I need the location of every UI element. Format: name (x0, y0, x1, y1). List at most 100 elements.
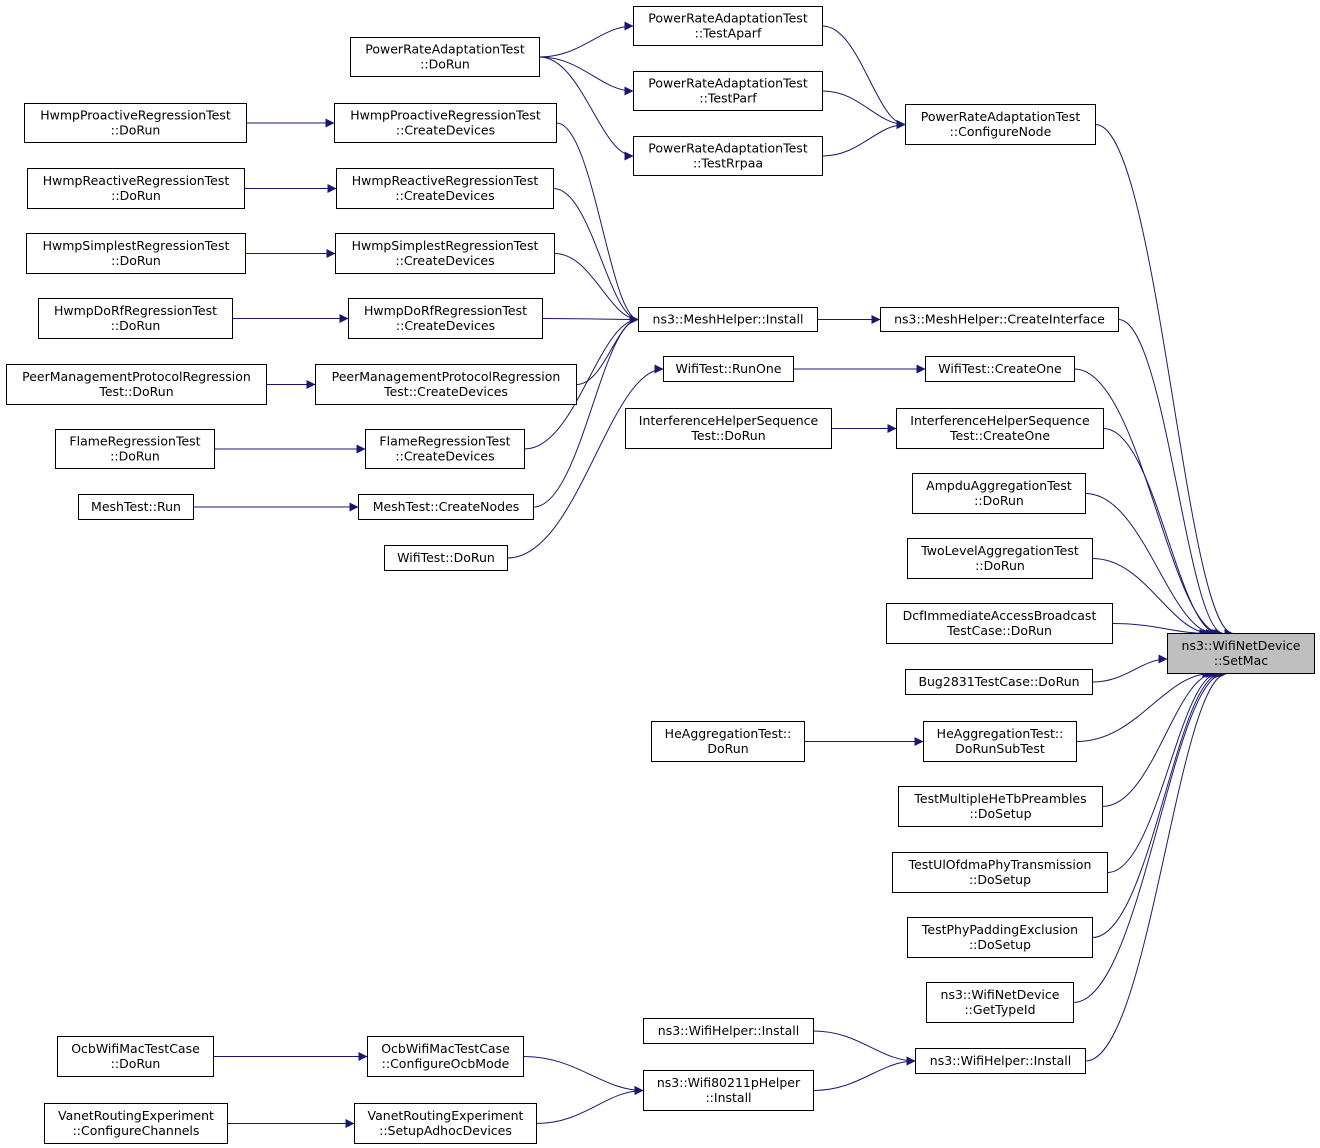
node-box (55, 429, 215, 469)
edge-prat-testaparf-to-prat-configurenode (822, 25, 906, 129)
node-setmac[interactable]: ns3::WifiNetDevice::SetMac (1167, 633, 1315, 674)
node-box (905, 669, 1093, 695)
node-prat-testaparf[interactable]: PowerRateAdaptationTest::TestAparf (633, 6, 823, 46)
node-label-line: ::Install (705, 1090, 751, 1105)
node-mesh-createinterface[interactable]: ns3::MeshHelper::CreateInterface (880, 307, 1119, 332)
node-gettypeid[interactable]: ns3::WifiNetDevice::GetTypeId (926, 982, 1074, 1023)
node-label-line: ::CreateDevices (396, 318, 495, 333)
node-label-line: ::DoRun (974, 493, 1024, 508)
node-box (27, 168, 245, 209)
node-vanet-setup[interactable]: VanetRoutingExperiment::SetupAdhocDevice… (354, 1103, 537, 1144)
node-hwmp-sim-dr[interactable]: HwmpSimplestRegressionTest::DoRun (26, 233, 246, 274)
node-wifihelper-install-l[interactable]: ns3::WifiHelper::Install (643, 1018, 814, 1044)
node-box (907, 917, 1093, 958)
node-label-line: AmpduAggregationTest (926, 478, 1072, 493)
node-box (643, 1070, 814, 1111)
node-box (633, 71, 823, 111)
node-meshtest-run[interactable]: MeshTest::Run (78, 494, 194, 520)
node-box (1167, 633, 1315, 674)
node-hwmp-sim-cd[interactable]: HwmpSimplestRegressionTest::CreateDevice… (335, 233, 555, 274)
edge-mesh-createinterface-to-setmac (1118, 319, 1224, 638)
node-box (354, 1103, 537, 1144)
node-label-line: TestPhyPaddingExclusion (921, 922, 1078, 937)
node-ocb-configure[interactable]: OcbWifiMacTestCase::ConfigureOcbMode (367, 1036, 524, 1077)
node-prat-testrpaa[interactable]: PowerRateAdaptationTest::TestRrpaa (633, 136, 823, 176)
node-tppe[interactable]: TestPhyPaddingExclusion::DoSetup (907, 917, 1093, 958)
edge-gettypeid-to-setmac (1073, 669, 1225, 1003)
edge-wifihelper-install-r-to-setmac (1085, 669, 1228, 1062)
node-pmp-cd[interactable]: PeerManagementProtocolRegressionTest::Cr… (315, 364, 577, 405)
node-label-line: ::TestAparf (695, 26, 762, 41)
node-box (651, 721, 805, 762)
node-label-line: ::DoRun (111, 1056, 161, 1071)
nodes-layer: ns3::WifiNetDevice::SetMac PowerRateAdapt… (6, 6, 1315, 1144)
edge-tmhtp-to-setmac (1102, 669, 1215, 807)
node-label-line: ::SetMac (1214, 653, 1268, 668)
node-mesh-install[interactable]: ns3::MeshHelper::Install (638, 307, 818, 332)
edge-hwmp-rea-cd-to-mesh-install (553, 188, 639, 324)
node-box (315, 364, 577, 405)
node-wifitest-createone[interactable]: WifiTest::CreateOne (925, 356, 1075, 382)
edge-ampdu-to-setmac (1085, 493, 1216, 638)
node-label-line: HwmpDoRfRegressionTest (54, 303, 217, 318)
node-label-line: TestMultipleHeTbPreambles (913, 791, 1086, 806)
node-he-dorun[interactable]: HeAggregationTest::DoRun (651, 721, 805, 762)
node-hwmp-pro-dr[interactable]: HwmpProactiveRegressionTest::DoRun (24, 103, 247, 143)
node-flame-cd[interactable]: FlameRegressionTest::CreateDevices (365, 429, 525, 469)
node-hwmp-pro-cd[interactable]: HwmpProactiveRegressionTest::CreateDevic… (334, 103, 557, 143)
node-tmhtp[interactable]: TestMultipleHeTbPreambles::DoSetup (898, 786, 1103, 827)
node-box (44, 1103, 228, 1144)
node-twolevel[interactable]: TwoLevelAggregationTest::DoRun (907, 538, 1093, 579)
node-hwmp-dorf-cd[interactable]: HwmpDoRfRegressionTest::CreateDevices (348, 298, 543, 339)
node-box (905, 104, 1096, 145)
node-ihs-createone[interactable]: InterferenceHelperSequenceTest::CreateOn… (896, 408, 1104, 449)
node-box (915, 1048, 1086, 1074)
node-label-line: ::DoSetup (969, 806, 1031, 821)
node-box (896, 408, 1104, 449)
node-label-line: ::TestParf (699, 91, 757, 106)
node-hwmp-rea-dr[interactable]: HwmpReactiveRegressionTest::DoRun (27, 168, 245, 209)
node-box (643, 1018, 814, 1044)
node-dcf[interactable]: DcfImmediateAccessBroadcastTestCase::DoR… (886, 603, 1113, 644)
node-label-line: ::CreateDevices (395, 449, 494, 464)
node-box (24, 103, 247, 143)
node-label-line: DcfImmediateAccessBroadcast (903, 608, 1097, 623)
node-label-line: VanetRoutingExperiment (58, 1108, 214, 1123)
edge-ocb-configure-to-w80211p-install (523, 1056, 644, 1095)
node-ocb-dorun[interactable]: OcbWifiMacTestCase::DoRun (57, 1036, 214, 1077)
node-box (898, 786, 1103, 827)
node-w80211p-install[interactable]: ns3::Wifi80211pHelper::Install (643, 1070, 814, 1111)
node-meshtest-cn[interactable]: MeshTest::CreateNodes (358, 494, 534, 520)
node-box (633, 136, 823, 176)
node-box (625, 408, 832, 449)
node-label-line: ::DoRun (111, 253, 161, 268)
node-label-line: PowerRateAdaptationTest (648, 76, 808, 91)
node-ampdu[interactable]: AmpduAggregationTest::DoRun (912, 473, 1086, 514)
node-label-line: HwmpProactiveRegressionTest (350, 108, 541, 123)
node-pmp-dr[interactable]: PeerManagementProtocolRegressionTest::Do… (6, 364, 267, 405)
node-prat-configurenode[interactable]: PowerRateAdaptationTest::ConfigureNode (905, 104, 1096, 145)
node-label-line: ::DoRun (110, 449, 160, 464)
node-tuopt[interactable]: TestUlOfdmaPhyTransmission::DoSetup (892, 852, 1108, 893)
node-label-line: WifiTest::RunOne (676, 361, 782, 376)
node-box (6, 364, 267, 405)
node-label-line: PowerRateAdaptationTest (365, 42, 525, 57)
node-he-subtest[interactable]: HeAggregationTest::DoRunSubTest (923, 721, 1077, 762)
node-hwmp-rea-cd[interactable]: HwmpReactiveRegressionTest::CreateDevice… (336, 168, 554, 209)
node-label-line: FlameRegressionTest (69, 434, 200, 449)
edge-prat-dorun-to-prat-testrpaa (539, 56, 634, 161)
node-prat-dorun[interactable]: PowerRateAdaptationTest::DoRun (350, 37, 540, 77)
node-wifitest-runone[interactable]: WifiTest::RunOne (663, 356, 794, 382)
node-prat-testparf[interactable]: PowerRateAdaptationTest::TestParf (633, 71, 823, 111)
node-vanet-configure[interactable]: VanetRoutingExperiment::ConfigureChannel… (44, 1103, 228, 1144)
node-flame-dr[interactable]: FlameRegressionTest::DoRun (55, 429, 215, 469)
node-box (26, 233, 246, 274)
node-wifihelper-install-r[interactable]: ns3::WifiHelper::Install (915, 1048, 1086, 1074)
node-wifitest-dorun[interactable]: WifiTest::DoRun (384, 545, 508, 571)
edge-pmp-cd-to-mesh-install (576, 315, 639, 385)
node-label-line: DoRunSubTest (955, 741, 1045, 756)
node-bug2831[interactable]: Bug2831TestCase::DoRun (905, 669, 1093, 695)
edge-wifitest-dorun-to-wifitest-runone (507, 364, 664, 559)
node-hwmp-dorf-dr[interactable]: HwmpDoRfRegressionTest::DoRun (38, 298, 233, 339)
